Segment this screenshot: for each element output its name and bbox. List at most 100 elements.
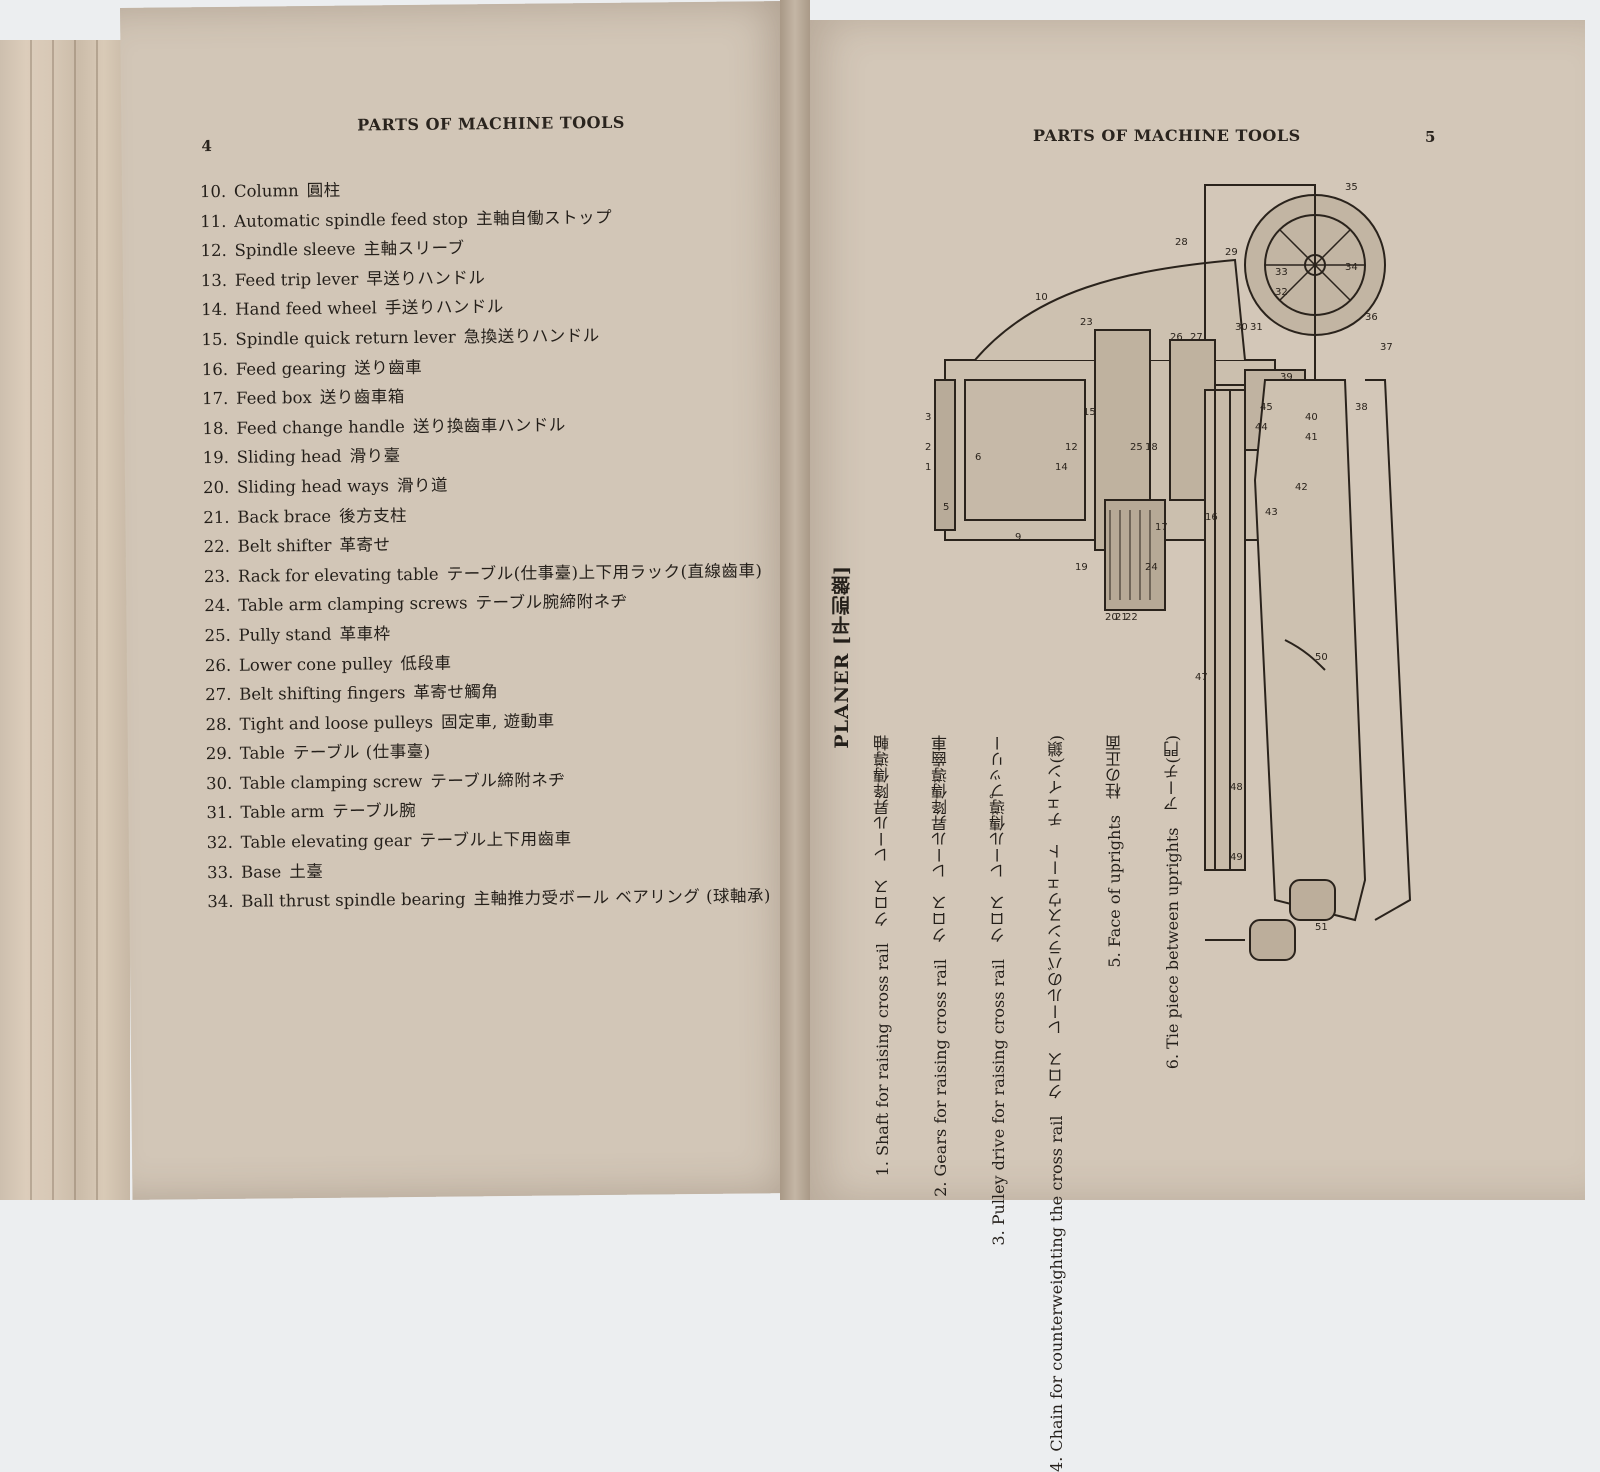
entry-number: 12. [200, 241, 227, 261]
entry-japanese: テーブル腕締附ネヂ [475, 592, 628, 613]
svg-text:47: 47 [1195, 672, 1208, 683]
entry-number: 22. [203, 537, 230, 557]
caption-english: Gears for raising cross rail [931, 959, 950, 1177]
caption-number: 1. [873, 1161, 892, 1177]
svg-text:34: 34 [1345, 262, 1358, 273]
svg-text:32: 32 [1275, 287, 1288, 298]
entry-japanese: 送り齒車箱 [319, 387, 405, 408]
entry-english: Spindle sleeve [234, 239, 356, 261]
entry-japanese: 主軸自働ストップ [475, 207, 613, 228]
svg-text:25: 25 [1130, 442, 1143, 453]
svg-text:36: 36 [1365, 312, 1378, 323]
entry-number: 11. [200, 211, 227, 231]
caption-english: Shaft for raising cross rail [873, 943, 892, 1156]
caption-item: 1. Shaft for raising cross rail クロス レール昇… [873, 735, 892, 1177]
entry-japanese: 手送りハンドル [384, 297, 504, 318]
entry-japanese: 革車枠 [339, 624, 391, 644]
entry-number: 33. [206, 862, 234, 882]
svg-text:51: 51 [1315, 922, 1328, 933]
svg-text:6: 6 [975, 452, 981, 463]
entry-english: Lower cone pulley [238, 653, 393, 675]
entry-japanese: 主軸推力受ボール ベアリング (球軸承) [473, 886, 771, 909]
entry-japanese: 早送りハンドル [366, 267, 486, 289]
entry-japanese: テーブル腕 [332, 801, 417, 822]
caption-number: 2. [931, 1181, 950, 1197]
entry-number: 14. [201, 300, 228, 320]
caption-number: 6. [1163, 1053, 1182, 1070]
svg-text:43: 43 [1265, 507, 1278, 518]
entry-english: Table elevating gear [240, 831, 412, 852]
entry-english: Belt shifter [237, 535, 332, 556]
svg-text:28: 28 [1175, 237, 1188, 248]
svg-text:27: 27 [1190, 332, 1203, 343]
entry-english: Automatic spindle feed stop [234, 208, 469, 231]
entry-japanese: 固定車, 遊動車 [440, 711, 555, 732]
svg-text:5: 5 [943, 502, 949, 513]
entry-number: 30. [206, 773, 233, 794]
entry-number: 25. [204, 625, 231, 646]
entry-number: 26. [204, 655, 232, 675]
running-head: PARTS OF MACHINE TOOLS [357, 112, 625, 135]
svg-text:30: 30 [1235, 322, 1248, 333]
svg-text:37: 37 [1380, 342, 1393, 353]
entry-number: 20. [202, 477, 230, 498]
entry-english: Rack for elevating table [237, 564, 439, 586]
svg-text:42: 42 [1295, 482, 1308, 493]
caption-english: Pulley drive for raising cross rail [989, 959, 1008, 1226]
caption-english: Chain for counterweighting the cross rai… [1047, 1115, 1066, 1452]
svg-text:18: 18 [1145, 442, 1158, 453]
entry-number: 19. [202, 448, 230, 468]
entry-english: Belt shifting fingers [239, 683, 406, 704]
entry-english: Base [240, 862, 282, 882]
entry-japanese: 急換送りハンドル [463, 325, 600, 347]
entry-english: Feed trip lever [234, 269, 359, 290]
entry-japanese: 後方支柱 [338, 505, 408, 526]
svg-text:9: 9 [1015, 532, 1021, 543]
entry-number: 34. [207, 892, 234, 912]
entry-number: 27. [205, 684, 232, 705]
entry-number: 32. [206, 832, 234, 853]
svg-text:49: 49 [1230, 852, 1243, 863]
entry-english: Pully stand [238, 624, 332, 645]
entry-english: Feed change handle [236, 416, 405, 438]
svg-text:16: 16 [1205, 512, 1218, 523]
entry-number: 21. [203, 507, 230, 527]
entry-japanese: 滑り臺 [349, 446, 401, 466]
svg-text:21: 21 [1115, 612, 1128, 623]
entry-english: Column [233, 181, 299, 201]
svg-text:1: 1 [925, 462, 931, 473]
entry-number: 10. [199, 181, 227, 202]
entry-number: 15. [201, 329, 228, 350]
entry-number: 24. [204, 596, 231, 616]
caption-number: 4. [1047, 1456, 1066, 1472]
svg-text:3: 3 [925, 412, 931, 423]
svg-text:10: 10 [1035, 292, 1048, 303]
entry-english: Table [239, 743, 286, 764]
entry-english: Sliding head ways [236, 476, 390, 497]
entry-number: 17. [201, 389, 229, 409]
entry-english: Table arm [240, 802, 325, 823]
entry-japanese: 送り換齒車ハンドル [412, 415, 566, 436]
entry-japanese: 革寄せ觸角 [413, 682, 499, 703]
entry-number: 28. [205, 714, 232, 734]
svg-text:17: 17 [1155, 522, 1168, 533]
page-stack-edge [0, 40, 130, 1200]
entry-japanese: 送り齒車 [354, 357, 423, 378]
entry-english: Feed box [235, 388, 312, 408]
svg-text:39: 39 [1280, 372, 1293, 383]
svg-text:40: 40 [1305, 412, 1318, 423]
entry-english: Back brace [237, 506, 332, 527]
svg-text:48: 48 [1230, 782, 1243, 793]
entry-english: Feed gearing [235, 358, 347, 379]
entry-number: 29. [205, 744, 233, 764]
section-title: PLANER [平削盤] [831, 565, 853, 749]
svg-text:15: 15 [1083, 407, 1096, 418]
svg-text:26: 26 [1170, 332, 1183, 343]
entry-japanese: テーブル上下用齒車 [419, 829, 572, 850]
entry-english: Sliding head [236, 447, 342, 468]
entry-number: 13. [200, 270, 228, 290]
entry-english: Table clamping screw [240, 771, 423, 793]
svg-text:44: 44 [1255, 422, 1268, 433]
